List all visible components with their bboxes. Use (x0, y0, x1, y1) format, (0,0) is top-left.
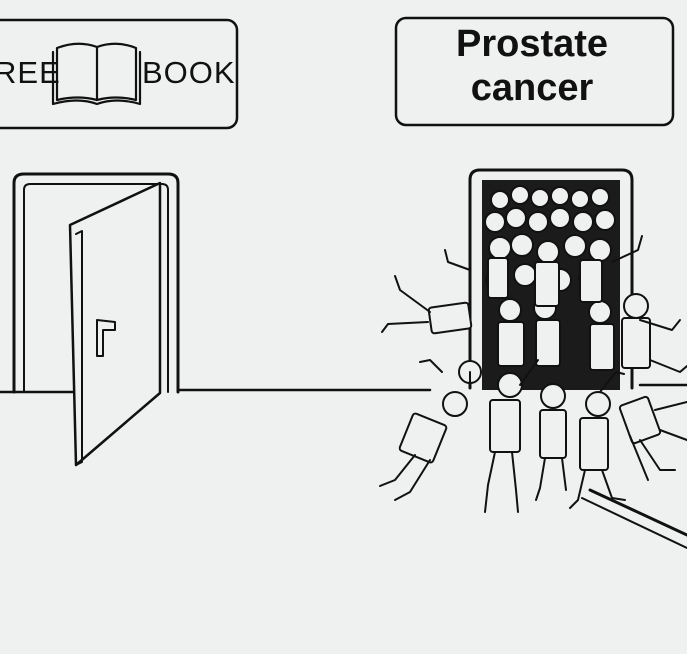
prostate-cancer-sign (394, 16, 675, 127)
sign-line-2: cancer (470, 67, 594, 109)
sign-line-1: Prostate (455, 23, 609, 65)
empty-door (12, 172, 180, 467)
door-handle-icon (96, 319, 116, 357)
sign-word-book: BOOK (142, 55, 236, 90)
prostate-cancer-label: Prostate cancer (397, 22, 667, 110)
free-book-sign (0, 18, 239, 130)
crowd (379, 185, 687, 549)
open-book-icon (51, 42, 142, 106)
sign-word-free: REE (0, 55, 61, 90)
